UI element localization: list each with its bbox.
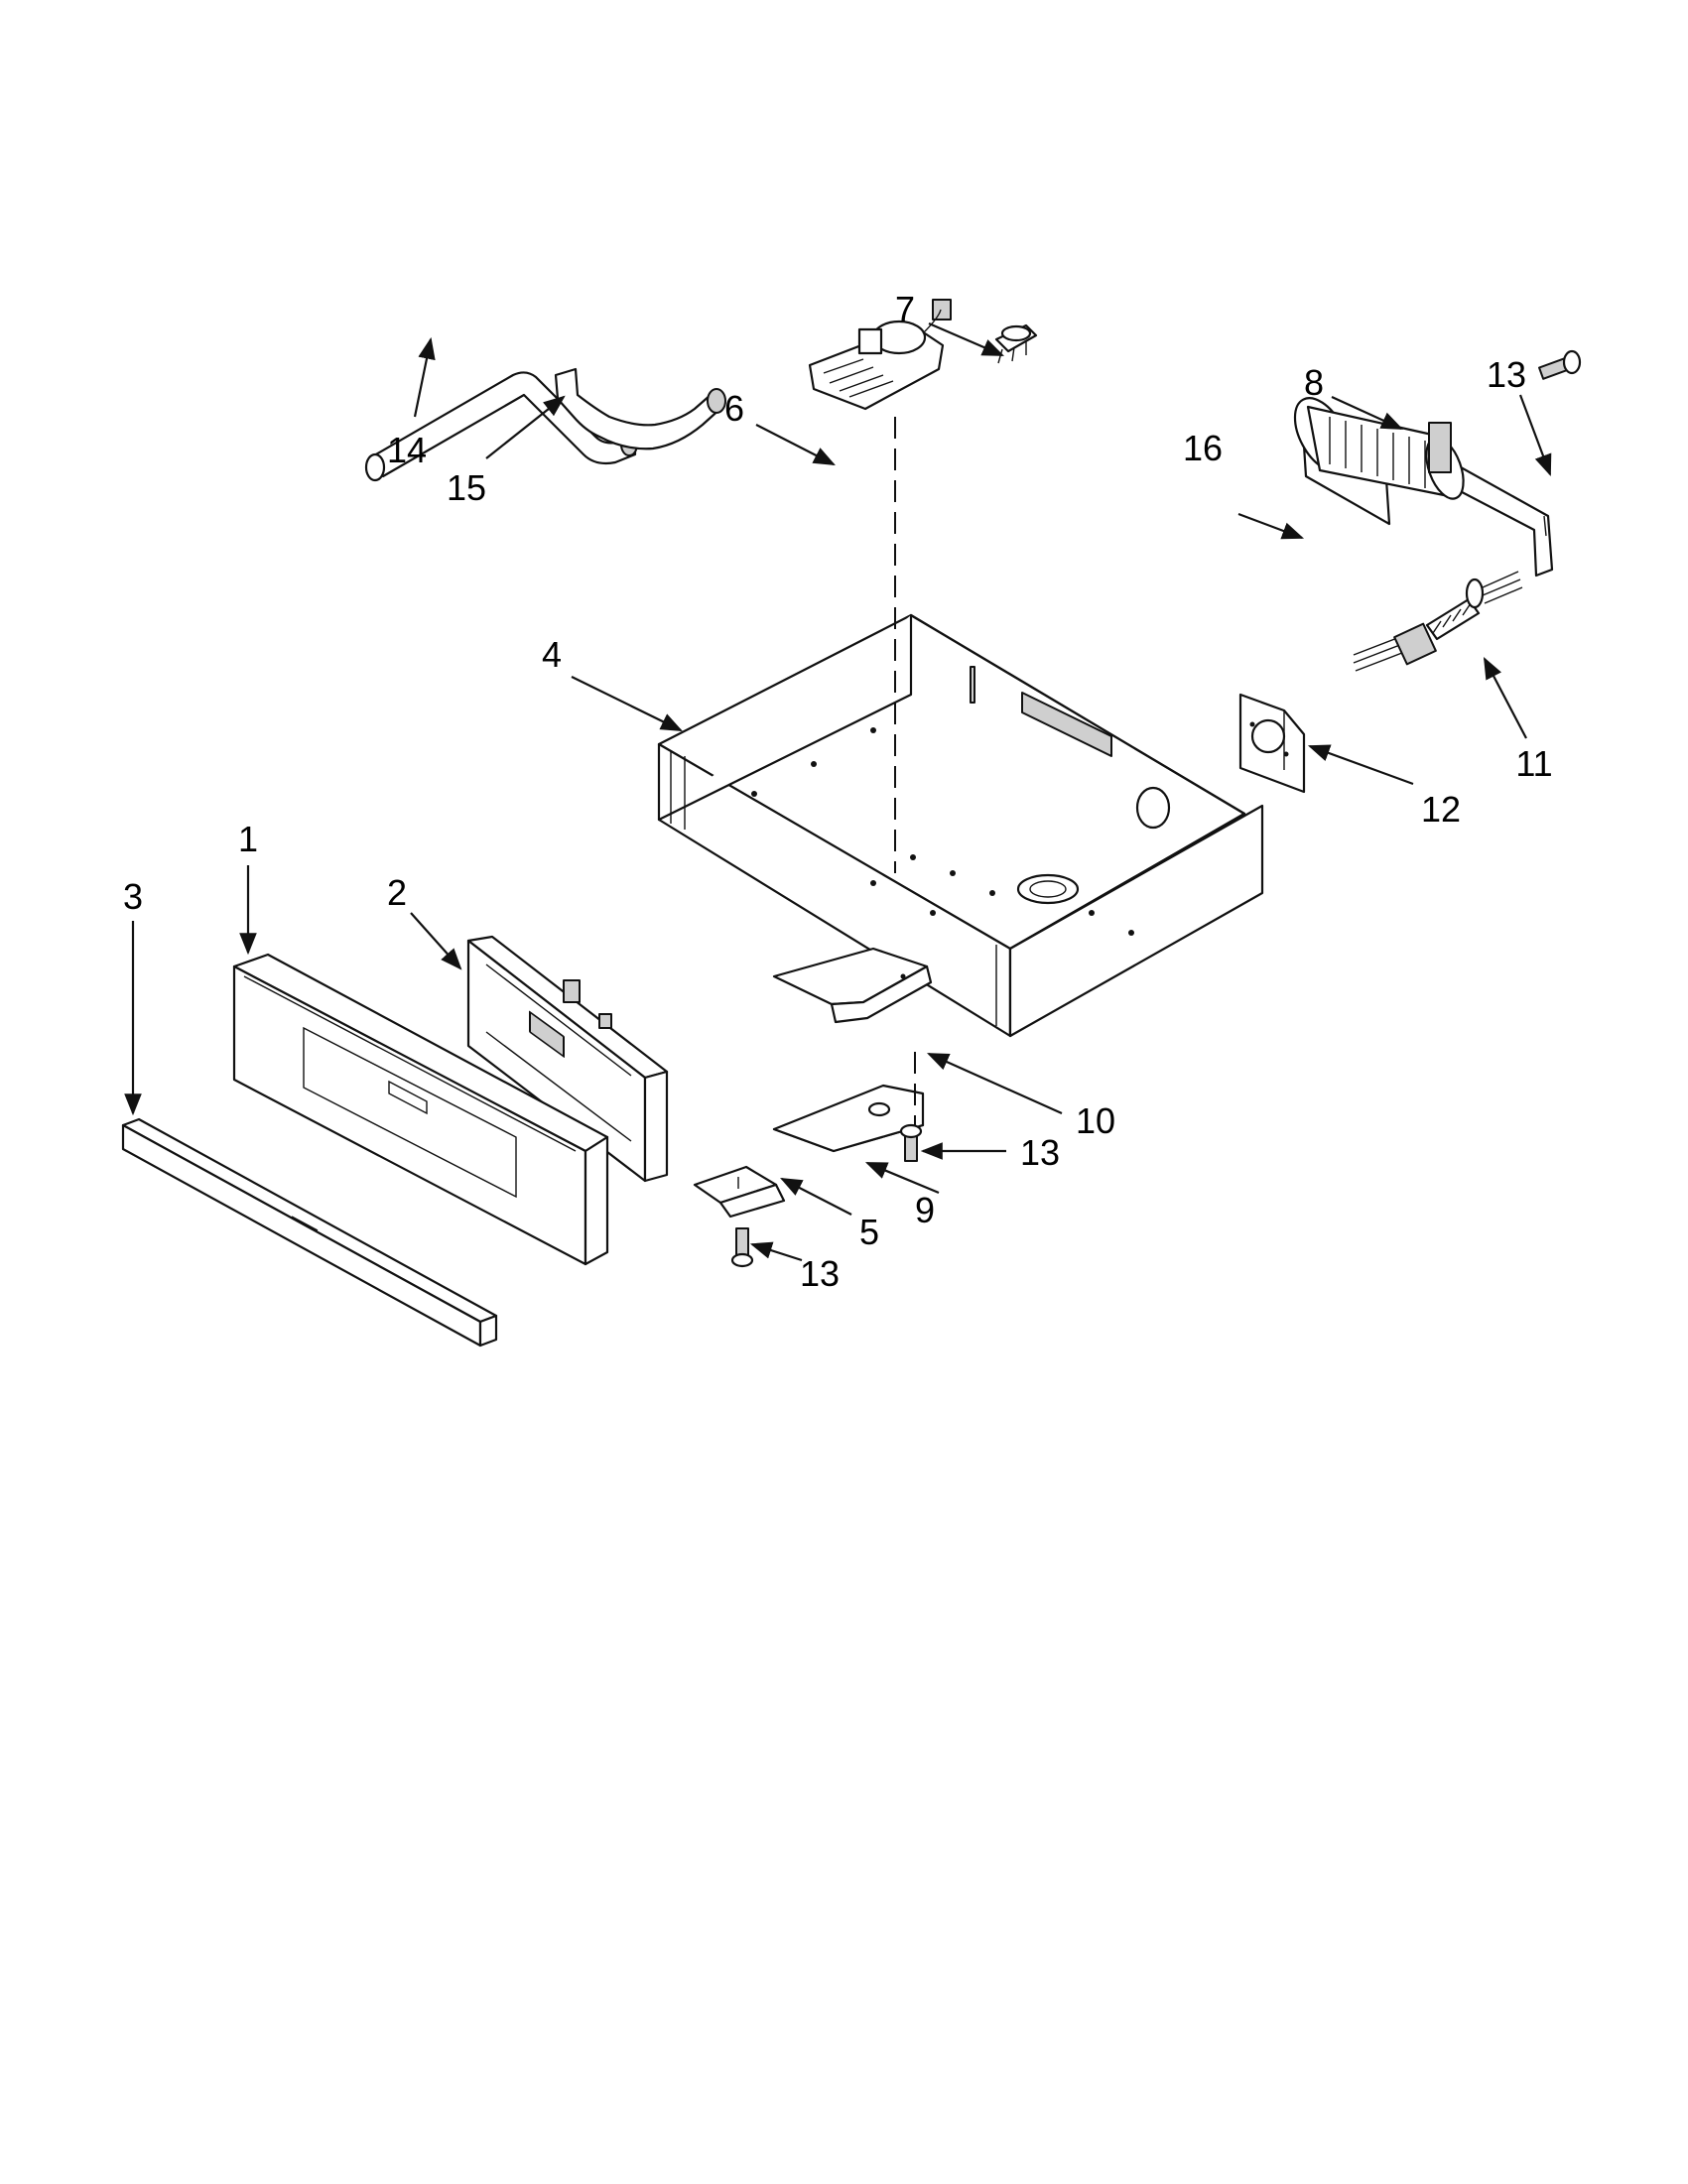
- part-10-cover: [772, 947, 933, 1024]
- part-5-clip: [693, 1165, 786, 1219]
- part-16-blower-fan: [1293, 397, 1465, 526]
- part-4-housing-box: [657, 613, 1264, 1038]
- callout-12: 12: [1421, 789, 1461, 830]
- callout-1: 1: [238, 819, 258, 859]
- part-9-deflector: [772, 1084, 925, 1153]
- callout-11: 11: [1515, 743, 1552, 784]
- part-15-tube: [554, 367, 726, 450]
- callout-labels: 1 2 3 4 5 6 7 8 9 10 11 12 13 13 13 14 1…: [123, 289, 1553, 1294]
- callout-13-top: 13: [1487, 354, 1526, 395]
- callout-13-middle: 13: [1020, 1132, 1060, 1173]
- callout-15: 15: [447, 467, 486, 508]
- part-11-wire-harness: [1353, 571, 1523, 672]
- part-1-control-panel: [232, 953, 609, 1266]
- callout-13-bottom: 13: [800, 1253, 840, 1294]
- callout-6: 6: [724, 388, 744, 429]
- part-13-screw-bottom: [730, 1227, 754, 1268]
- part-7-thermostat: [994, 323, 1038, 364]
- part-13-screw-top: [1538, 349, 1582, 380]
- callout-3: 3: [123, 876, 143, 917]
- part-13-screw-middle: [899, 1123, 923, 1162]
- callout-5: 5: [859, 1212, 879, 1252]
- part-2-control-board: [466, 935, 669, 1183]
- part-3-trim-strip: [121, 1117, 498, 1348]
- callout-2: 2: [387, 872, 407, 913]
- callout-7: 7: [895, 289, 915, 329]
- part-6-bracket-assembly: [808, 299, 952, 411]
- callout-9: 9: [915, 1190, 935, 1230]
- part-12-plate: [1238, 693, 1306, 794]
- leader-arrows: [124, 321, 1552, 1262]
- callout-16: 16: [1183, 428, 1223, 468]
- callout-14: 14: [387, 430, 427, 470]
- callout-4: 4: [542, 634, 562, 675]
- callout-8: 8: [1304, 362, 1324, 403]
- callout-10: 10: [1076, 1100, 1115, 1141]
